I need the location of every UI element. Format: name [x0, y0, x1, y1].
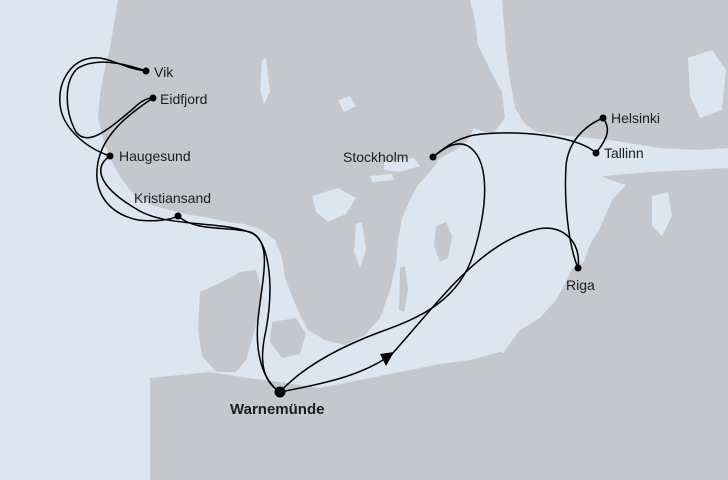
gulf-of-riga: [548, 212, 590, 270]
port-dot-helsinki: [599, 114, 607, 122]
port-label-haugesund: Haugesund: [119, 148, 191, 164]
scandinavia-land: [98, 0, 505, 345]
port-label-eidfjord: Eidfjord: [160, 91, 208, 107]
central-europe-land: [150, 352, 520, 480]
port-dot-eidfjord: [149, 94, 157, 102]
gotland-island: [434, 222, 452, 262]
lake-mjosa: [260, 58, 270, 104]
port-markers: [106, 67, 607, 398]
route-leg-riga-warnemunde: [279, 227, 580, 393]
port-dot-riga: [574, 264, 582, 272]
port-label-tallinn: Tallinn: [604, 145, 644, 161]
arrow-head-icon: [380, 352, 394, 366]
port-dot-stockholm: [429, 153, 437, 161]
port-label-warnemunde-home: Warnemünde: [230, 401, 325, 418]
port-dot-vik: [142, 67, 150, 75]
lake-vanern: [312, 188, 356, 222]
lake-peipus: [652, 192, 672, 236]
port-label-helsinki: Helsinki: [611, 110, 661, 126]
route-leg-stockholm-tallinn: [432, 132, 597, 158]
gulf-of-finland: [510, 128, 728, 178]
port-dot-tallinn: [592, 149, 600, 157]
port-label-vik: Vik: [154, 64, 174, 80]
route-leg-haugesund-vik: [59, 57, 147, 157]
oland-island: [399, 266, 408, 312]
port-label-kristiansand: Kristiansand: [134, 190, 212, 206]
port-label-stockholm: Stockholm: [343, 149, 409, 165]
route-leg-kristiansand-warnemunde: [177, 215, 281, 393]
route-leg-vik-eidfjord: [66, 61, 154, 139]
finland-baltic-land: [470, 0, 728, 480]
lake-malaren: [384, 158, 420, 172]
route-leg-eidfjord-kristiansand: [96, 97, 179, 222]
route-leg-helsinki-riga: [564, 117, 604, 269]
lake-ladoga: [688, 50, 726, 118]
lake-hjalmaren: [370, 174, 394, 182]
port-dot-warnemunde-home: [274, 386, 286, 398]
lake-siljan: [338, 96, 356, 112]
port-dot-haugesund: [106, 152, 114, 160]
zealand-land: [270, 318, 306, 358]
port-label-riga: Riga: [566, 277, 595, 293]
lake-vattern: [354, 222, 366, 268]
port-dot-kristiansand: [174, 212, 182, 220]
route-leg-warnemunde-stockholm: [279, 143, 486, 393]
denmark-land: [198, 270, 262, 372]
